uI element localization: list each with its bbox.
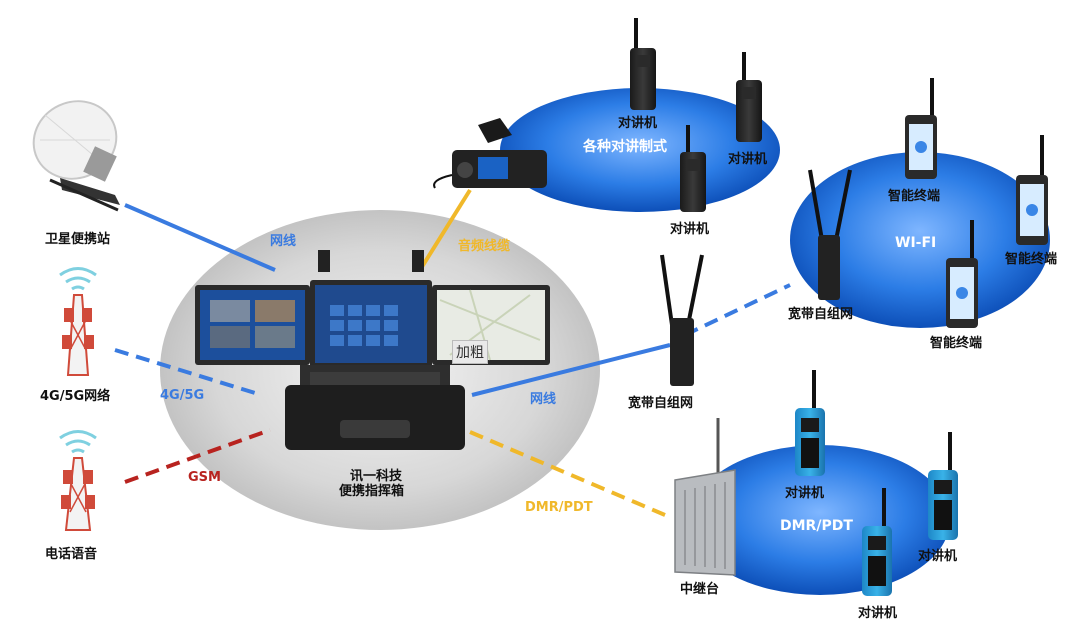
cellular-label: 4G/5G网络	[40, 389, 111, 404]
terminal-label-2: 智能终端	[1005, 252, 1058, 267]
smart-terminal-icon	[905, 78, 937, 179]
repeater-icon	[674, 418, 736, 576]
talkie-group-area	[500, 88, 780, 212]
talkie-group-title: 各种对讲制式	[583, 139, 667, 155]
gsm-link-line	[124, 428, 271, 484]
terminal-label-1: 智能终端	[888, 189, 941, 204]
dmr-label-1: 对讲机	[785, 486, 825, 501]
dmr-link-label: DMR/PDT	[525, 500, 593, 515]
mesh-link-label: 网线	[530, 392, 557, 407]
mesh-radio-label: 宽带自组网	[628, 396, 694, 411]
phone-label: 电话语音	[45, 547, 98, 562]
central-name-label: 便携指挥箱	[339, 484, 405, 499]
smart-terminal-icon	[1016, 135, 1048, 245]
satellite-link-label: 网线	[270, 234, 297, 249]
mesh-radio-icon	[660, 254, 704, 386]
satellite-dish-icon	[32, 100, 120, 212]
talkie-label-2: 对讲机	[728, 152, 768, 167]
talkie-label-1: 对讲机	[618, 116, 658, 131]
desk-radio-icon	[433, 118, 547, 189]
mesh-wifi-link-line	[684, 283, 791, 337]
walkie-talkie-icon	[630, 18, 656, 110]
overlay-tag: 加粗	[452, 340, 488, 364]
wifi-group-title: WI-FI	[895, 235, 937, 251]
talkie-label-3: 对讲机	[670, 222, 710, 237]
gsm-link-label: GSM	[188, 470, 221, 485]
satellite-label: 卫星便携站	[45, 232, 111, 247]
dmr-label-3: 对讲机	[858, 606, 898, 621]
repeater-label: 中继台	[680, 582, 720, 597]
walkie-talkie-icon	[736, 52, 762, 142]
dmr-radio-icon	[862, 488, 892, 596]
wifi-group-area	[790, 152, 1050, 328]
phone-tower-icon	[59, 430, 97, 531]
central-brand-label: 讯一科技	[350, 469, 403, 484]
mesh-radio-2-label: 宽带自组网	[788, 307, 854, 322]
command-case-icon	[195, 250, 550, 450]
smart-terminal-icon	[946, 220, 978, 328]
mesh-radio-icon	[808, 169, 852, 300]
cellular-tower-icon	[59, 267, 97, 376]
dmr-radio-icon	[928, 432, 958, 540]
cellular-link-line	[114, 348, 256, 395]
dmr-group-title: DMR/PDT	[780, 518, 853, 534]
cellular-link-label: 4G/5G	[160, 388, 205, 403]
satellite-link-line	[124, 203, 276, 272]
terminal-label-3: 智能终端	[930, 336, 983, 351]
dmr-link-line	[469, 430, 666, 517]
dmr-radio-icon	[795, 370, 825, 476]
audio-link-label: 音频线缆	[458, 239, 511, 254]
audio-link-line	[418, 188, 472, 272]
mesh-link-line	[471, 343, 671, 397]
dmr-label-2: 对讲机	[918, 549, 958, 564]
walkie-talkie-icon	[680, 125, 706, 212]
